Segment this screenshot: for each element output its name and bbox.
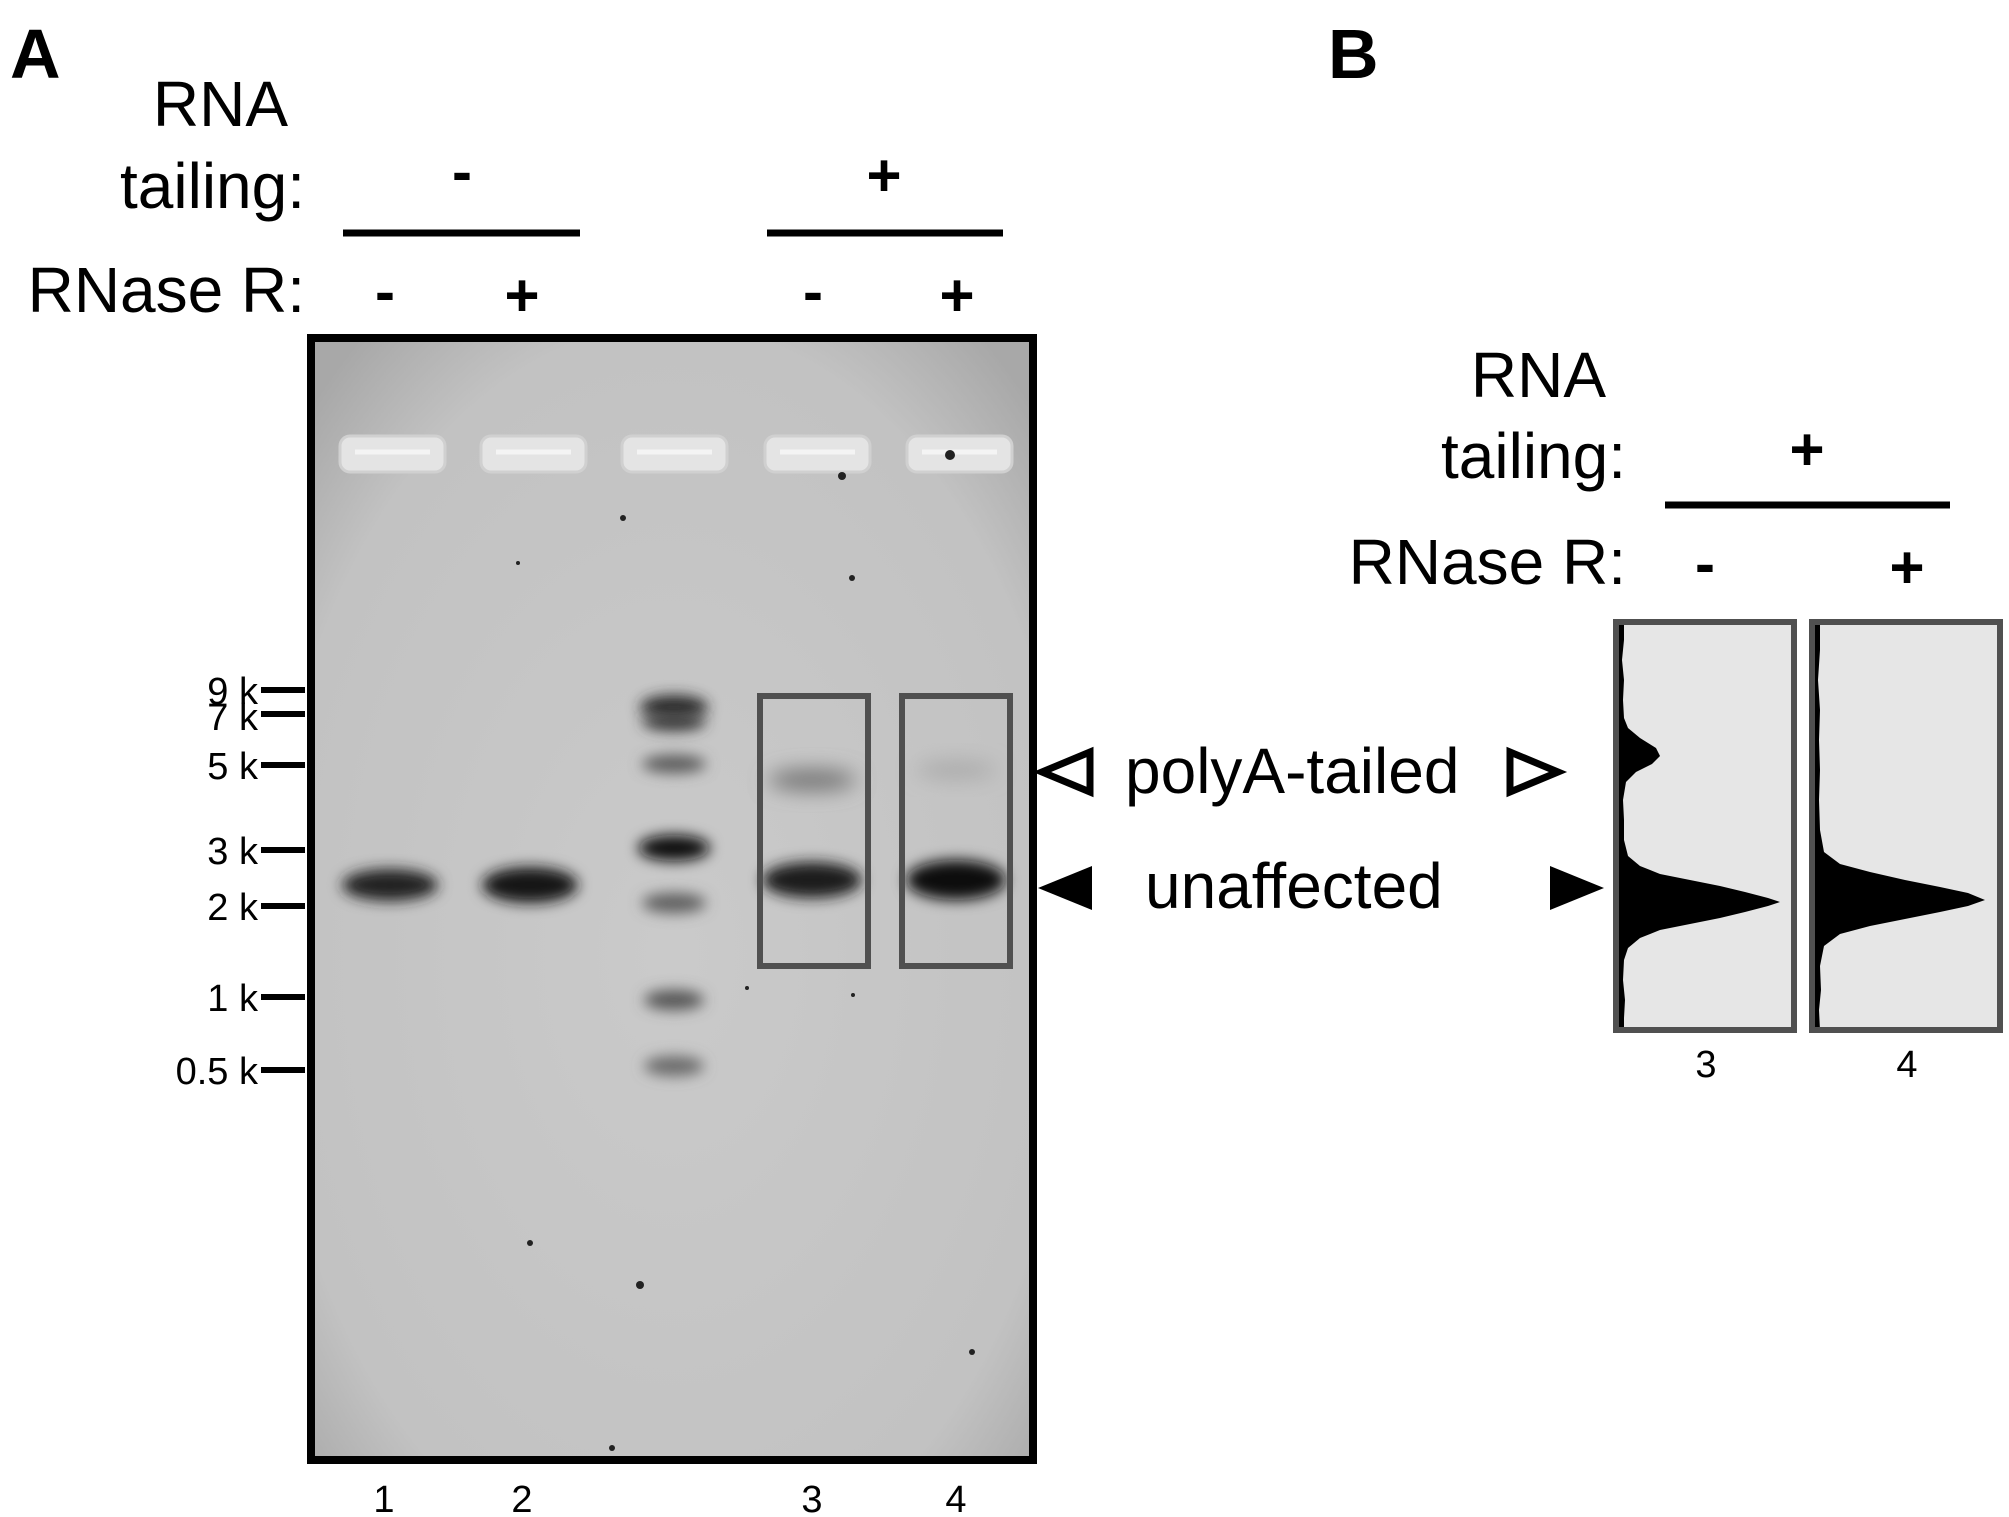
marker-7k: 7 k [207,697,259,739]
unaffected-label: unaffected [1145,850,1443,922]
speck [849,575,855,581]
lane4-highlight-box [899,693,1013,969]
unaffected-arrow-right-icon [1550,866,1604,910]
band-lane3-unaffected [762,862,862,898]
ladder-band-1k [644,990,704,1010]
gel-image [307,334,1037,1464]
bands [342,761,1006,903]
speck [609,1445,615,1451]
speck [527,1240,533,1246]
unaffected-arrow-left-icon [1038,866,1092,910]
band-lane4-polya [916,761,996,779]
band-lane1-unaffected [342,869,438,901]
polya-tailed-label: polyA-tailed [1125,735,1459,807]
panel-b-rna-tailing-label-line1: RNA [1471,339,1606,411]
polya-arrow-right-icon [1506,746,1568,798]
profile-lane4-border [1809,619,2003,1033]
speck [838,472,846,480]
profile-lane3-background [1616,622,1794,1030]
lane-number-3: 3 [801,1479,822,1517]
group-minus-symbol: - [452,138,472,205]
ladder-lane [638,695,710,1076]
panel-b-rnase-r-label: RNase R: [1349,526,1626,598]
ladder-band-9k [640,695,708,719]
ladder-band-7k [642,713,706,731]
ladder-markers: 9 k 7 k 5 k 3 k 2 k 1 k 0.5 k [176,671,305,1093]
panel-b-letter: B [1328,15,1379,93]
panel-b-lane4-rnase-value: + [1889,534,1924,601]
group-plus-symbol: + [866,142,901,209]
lane-number-4: 4 [945,1479,966,1517]
gel-border [307,334,1037,1464]
panel-a-letter: A [10,15,61,93]
panel-b-rna-tailing-label-line2: tailing: [1441,420,1626,492]
ladder-band-5k [642,755,706,773]
speck [620,515,626,521]
profile-lane3-border [1613,619,1797,1033]
speck [636,1281,644,1289]
marker-3k: 3 k [207,831,259,873]
marker-9k: 9 k [207,671,259,713]
marker-5k: 5 k [207,746,259,788]
profile-lane4 [1809,619,2003,1033]
rna-tailing-label-line2: tailing: [120,150,305,222]
lane-number-2: 2 [511,1479,532,1517]
panel-b-lane-number-4: 4 [1896,1044,1917,1086]
lane4-rnase-value: + [939,262,974,329]
wells [338,434,1014,474]
rna-tailing-label-line1: RNA [153,68,288,140]
profile-lane3-trace [1616,622,1780,1030]
gel-specks [516,450,975,1451]
polya-arrow-left-icon [1032,746,1094,798]
speck [969,1349,975,1355]
band-lane2-unaffected [482,867,578,903]
rnase-r-label: RNase R: [28,254,305,326]
lane3-rnase-value: - [803,258,823,325]
lane1-rnase-value: - [375,258,395,325]
profile-lane4-background [1812,622,2000,1030]
speck [745,986,749,990]
marker-2k: 2 k [207,887,259,929]
lane3-highlight-box [757,693,871,969]
profile-lane4-trace [1812,622,1985,1030]
panel-b-lane-number-3: 3 [1695,1044,1716,1086]
panel-b-lane3-rnase-value: - [1695,530,1715,597]
marker-1k: 1 k [207,978,259,1020]
ladder-band-3k [638,835,710,861]
speck [851,993,855,997]
speck [516,561,520,565]
speck [945,450,955,460]
profile-lane3 [1613,619,1797,1033]
panel-b-group-plus-symbol: + [1789,416,1824,483]
annotations: polyA-tailed unaffected [1032,735,1604,922]
ladder-band-2k [642,893,706,913]
lane2-rnase-value: + [504,262,539,329]
ladder-band-0.5k [644,1056,704,1076]
marker-0.5k: 0.5 k [176,1051,259,1093]
band-lane4-unaffected [906,860,1006,900]
lane-number-1: 1 [373,1479,394,1517]
band-lane3-polya [768,769,856,791]
